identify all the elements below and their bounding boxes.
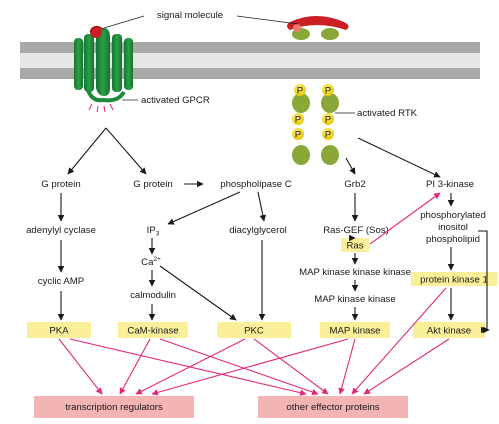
svg-text:P: P (325, 86, 331, 97)
ras-box (341, 238, 369, 252)
phospholipase-c-node: phospholipase C (220, 179, 292, 190)
phosphorylated-line-1: phosphorylated (420, 210, 486, 221)
pink-arrow-pka-to-effector (69, 338, 307, 396)
cyclic-amp-node: cyclic AMP (38, 276, 84, 287)
effector-proteins-label: other effector proteins (286, 402, 379, 413)
svg-text:P: P (295, 115, 301, 126)
ip3-node: IP3 (147, 225, 160, 238)
ras-gef-node: Ras-GEF (Sos) (323, 225, 389, 236)
phospho-icon (292, 128, 304, 140)
pink-arrow-mapk-to-effector (338, 338, 356, 395)
ras-label: Ras (346, 241, 363, 252)
phosphate-groups: P P P P P P (292, 84, 334, 141)
pink-arrow-camk-to-transcription (119, 338, 151, 395)
activated-gpcr-label: activated GPCR (141, 95, 210, 106)
pink-arrow-pka-to-transcription (58, 338, 103, 395)
arrow-gpcr-to-g1 (67, 127, 107, 175)
pkc-box (217, 322, 291, 338)
camk-label: CaM-kinase (127, 326, 178, 337)
arrow-rtk-to-grb2 (345, 157, 356, 175)
pink-arrow-pk1-to-effector (351, 287, 447, 395)
pi3-kinase-node: PI 3-kinase (426, 179, 474, 190)
g-protein-node-1: G protein (41, 179, 80, 190)
svg-text:P: P (325, 115, 331, 126)
effector-proteins-box (258, 396, 408, 418)
transcription-regulators-box (34, 396, 194, 418)
mapkkk-node: MAP kinase kinase kinase (299, 267, 411, 278)
membrane-inner-layer (20, 68, 480, 79)
akt-box (413, 322, 485, 338)
arrow-gpcr-to-g2 (105, 127, 147, 175)
phospho-icon (322, 113, 334, 125)
arrow-plc-to-dag (257, 191, 267, 222)
phosphorylated-line-2: inositol (438, 222, 468, 233)
arrow-plc-to-ip3 (167, 191, 241, 225)
gpcr-activation-marks (88, 103, 114, 113)
svg-text:P: P (297, 86, 303, 97)
rtk-signal-molecule (287, 16, 349, 30)
camk-box (118, 322, 188, 338)
akt-label: Akt kinase (427, 326, 471, 337)
rtk-receptor (287, 16, 349, 216)
pka-label: PKA (49, 326, 69, 337)
calcium-node: Ca2+ (141, 256, 161, 268)
g-protein-node-2: G protein (133, 179, 172, 190)
membrane-core (20, 53, 480, 68)
pink-arrow-pkc-to-effector (253, 338, 329, 395)
diacylglycerol-node: diacylglycerol (229, 225, 287, 236)
mapk-label: MAP kinase (329, 326, 380, 337)
gpcr-receptor (74, 26, 133, 103)
pink-arrow-akt-to-effector (363, 338, 450, 395)
svg-text:P: P (325, 130, 331, 141)
pink-arrow-rasgef-to-pi3k (369, 192, 441, 245)
signal-leader-right (236, 15, 299, 25)
arrow-rtk-to-pi3k (357, 137, 441, 178)
phospho-icon (292, 113, 304, 125)
pink-arrow-mapk-to-transcription (151, 338, 349, 396)
pkc-label: PKC (244, 326, 264, 337)
phosphorylated-line-3: phospholipid (426, 234, 480, 245)
signal-molecule-label: signal molecule (157, 10, 223, 21)
signal-leader-left (103, 15, 145, 29)
pka-box (27, 322, 91, 338)
phospho-icon (322, 84, 334, 96)
mapkk-node: MAP kinase kinase (314, 294, 395, 305)
pink-arrow-camk-to-effector (159, 338, 319, 396)
transcription-regulators-label: transcription regulators (65, 402, 163, 413)
calmodulin-node: calmodulin (130, 290, 176, 301)
phospho-icon (294, 84, 306, 96)
arrow-ca-to-pkc (159, 265, 237, 321)
adenylyl-cyclase-node: adenylyl cyclase (26, 225, 96, 236)
protein-kinase-1-box (411, 272, 497, 286)
pink-arrow-pkc-to-transcription (135, 338, 246, 395)
protein-kinase-1-label: protein kinase 1 (420, 275, 488, 286)
gpcr-signal-molecule (90, 26, 102, 38)
grb2-node: Grb2 (344, 179, 365, 190)
phospho-icon (322, 128, 334, 140)
mapk-box (320, 322, 390, 338)
membrane-outer-layer (20, 42, 480, 53)
activated-rtk-label: activated RTK (357, 108, 418, 119)
svg-text:P: P (295, 130, 301, 141)
arrow-phospholipid-to-akt (478, 230, 491, 331)
